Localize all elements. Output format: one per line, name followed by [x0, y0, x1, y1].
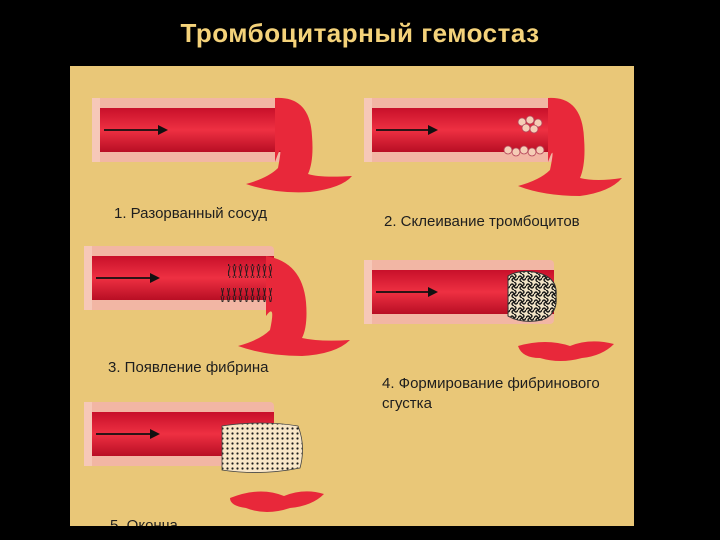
hemostasis-figure: 1. Разорванный сосуд 2. Склеивание тромб…	[70, 66, 634, 526]
panel-1-caption: 1. Разорванный сосуд	[114, 205, 267, 222]
panel-2-platelet-aggregation	[364, 97, 622, 196]
panel-1-torn-vessel	[92, 97, 352, 193]
panel-3-caption: 3. Появление фибрина	[108, 359, 269, 376]
panel-4-fibrin-clot	[364, 260, 614, 361]
panel-5-caption: 5. Оконча	[110, 517, 179, 526]
panel-3-fibrin-appearance	[84, 246, 350, 356]
panel-4-caption-line1: 4. Формирование фибринового	[382, 375, 600, 392]
hemostasis-illustration: 1. Разорванный сосуд 2. Склеивание тромб…	[84, 97, 622, 526]
panel-5-sealed-vessel	[84, 402, 324, 512]
panel-2-caption: 2. Склеивание тромбоцитов	[384, 213, 580, 230]
panel-4-caption-line2: сгустка	[382, 395, 433, 412]
slide-title: Тромбоцитарный гемостаз	[180, 18, 540, 48]
